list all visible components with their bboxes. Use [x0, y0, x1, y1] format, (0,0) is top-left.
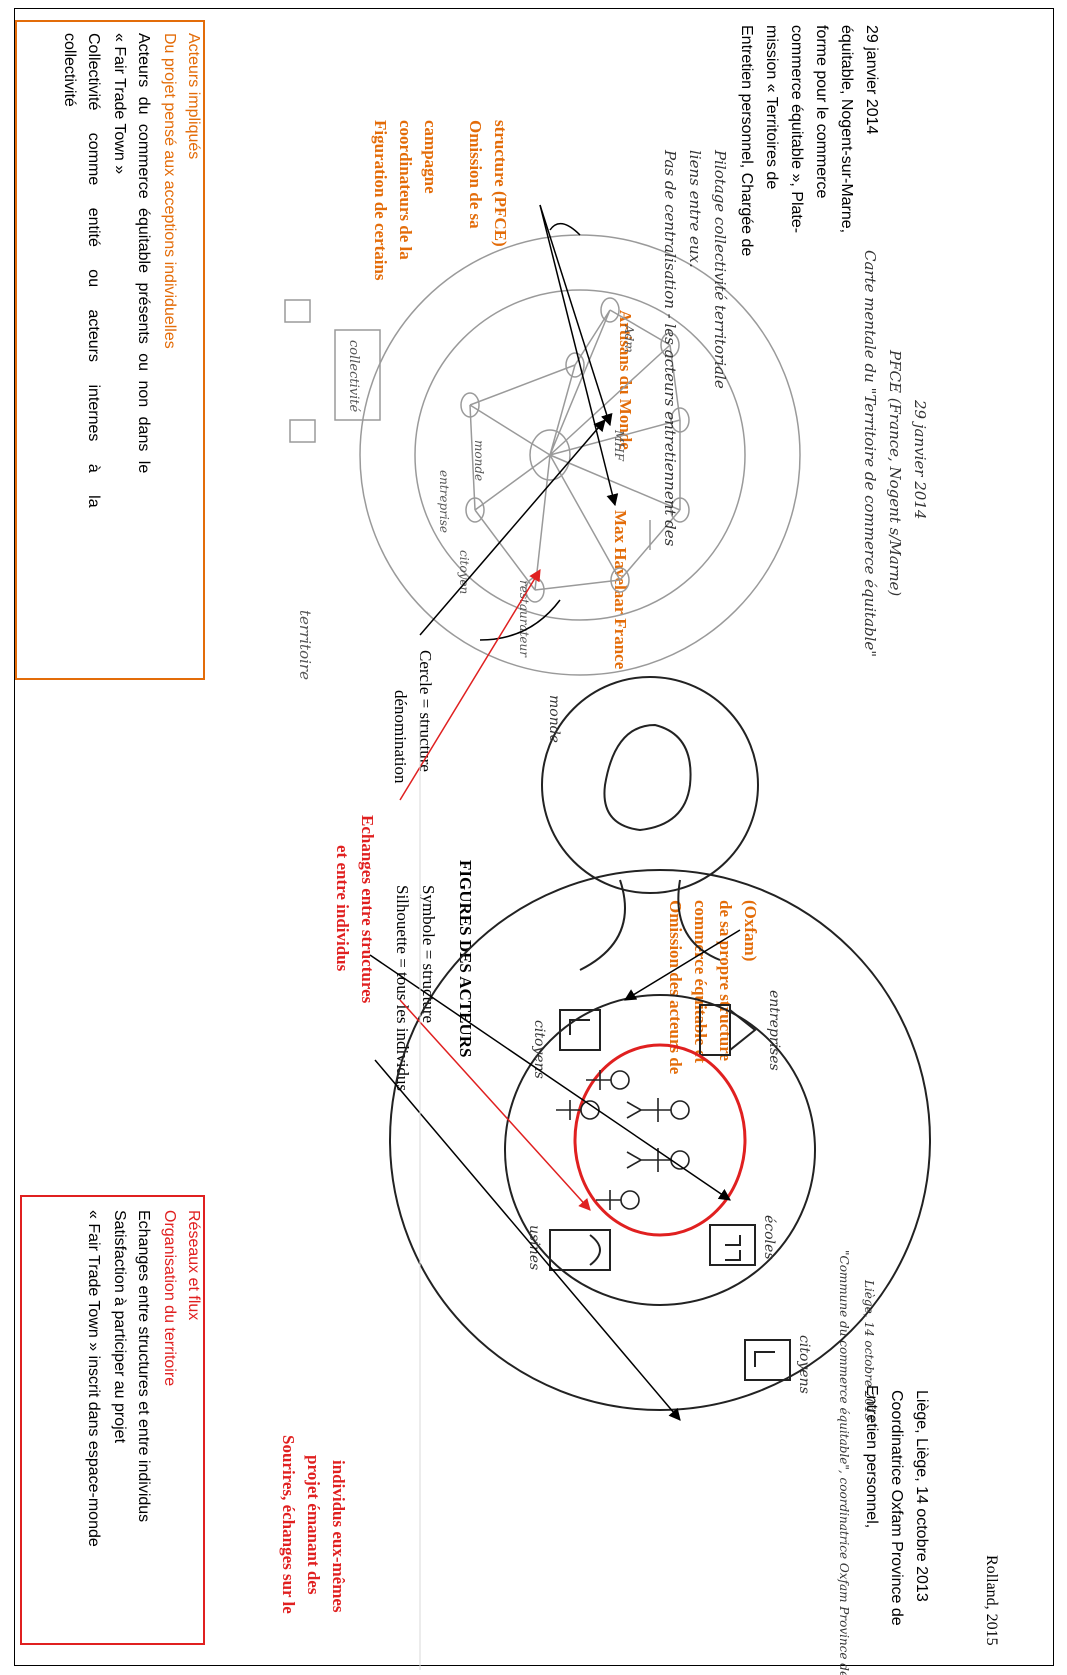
- hand-centralisation-2: liens entre eux.: [686, 150, 704, 268]
- people: [556, 1070, 690, 1210]
- collectivite-box: [334, 329, 381, 421]
- hand-caption-right-2: Liège, 14 octobre 2013: [862, 1279, 876, 1422]
- hand-entreprise: entreprise: [437, 470, 451, 533]
- arrow-echanges-left: [399, 568, 541, 801]
- hand-restaurateur: restaurateur: [517, 580, 531, 658]
- hand-citoyens-2: citoyens: [531, 1020, 547, 1079]
- arrow-cercle: [419, 419, 606, 636]
- pfce-sketch: [284, 234, 801, 676]
- hand-adm: Adm: [622, 324, 636, 353]
- outer-frame: [14, 8, 1054, 1666]
- hand-ecoles: écoles: [761, 1215, 777, 1260]
- hand-caption-left-2: PFCE (France, Nogent s/Marne): [886, 349, 904, 596]
- arrow-mhf-hook: [479, 599, 561, 641]
- hand-monde-left: monde: [472, 440, 486, 481]
- hand-mhf: MHF: [612, 429, 626, 462]
- arrow-symbole: [374, 1059, 681, 1421]
- node-4: [660, 332, 680, 358]
- red-circle: [573, 1043, 747, 1237]
- continent: [603, 723, 692, 832]
- citoyens-icon: [744, 1339, 791, 1381]
- connector-lines: [579, 879, 721, 971]
- node-1: [565, 352, 585, 378]
- commune-circle: [389, 869, 931, 1411]
- ecoles-icon: [709, 1224, 756, 1266]
- hand-citoyen: citoyen: [457, 550, 471, 594]
- inner-ring: [504, 994, 816, 1306]
- node-3: [600, 297, 620, 323]
- hand-caption-left-3: 29 janvier 2014: [911, 399, 929, 519]
- hand-centralisation-1: Pas de centralisation - les acteurs entr…: [661, 149, 679, 547]
- hand-caption-right-1: "Commune du commerce équitable", coordin…: [837, 1250, 851, 1675]
- node-7: [610, 567, 630, 593]
- building-icon-2: [289, 419, 316, 443]
- monde-circle: [541, 676, 759, 894]
- hand-entreprises: entreprises: [766, 990, 782, 1071]
- arrow-figuration-2: [539, 204, 613, 427]
- arrow-artisans-hook: [549, 222, 581, 236]
- arrow-echanges-right: [399, 999, 591, 1211]
- hand-centralisation-3: Pilotage collectivité territoriale: [711, 149, 729, 389]
- hand-citoyens: citoyens: [796, 1335, 812, 1394]
- arrow-figuration-1: [539, 204, 619, 507]
- territoire-circle: [359, 234, 801, 676]
- arrow-silhouette: [369, 954, 731, 1201]
- monde-blob: [529, 429, 571, 481]
- inner-circle: [414, 289, 746, 621]
- entreprise-icon: [699, 1004, 757, 1056]
- citoyen-house-icon: [559, 1009, 601, 1051]
- building-icon-1: [284, 299, 311, 323]
- usines-icon: [549, 1229, 611, 1271]
- oxfam-sketch: [389, 676, 931, 1411]
- hand-collectivite: collectivité: [346, 340, 361, 413]
- hand-territoire: territoire: [296, 610, 314, 680]
- hand-caption-left-1: Carte mentale du "Territoire de commerce…: [861, 250, 879, 657]
- arrow-omission-oxfam: [623, 929, 741, 1001]
- hand-monde-right: monde: [546, 695, 562, 743]
